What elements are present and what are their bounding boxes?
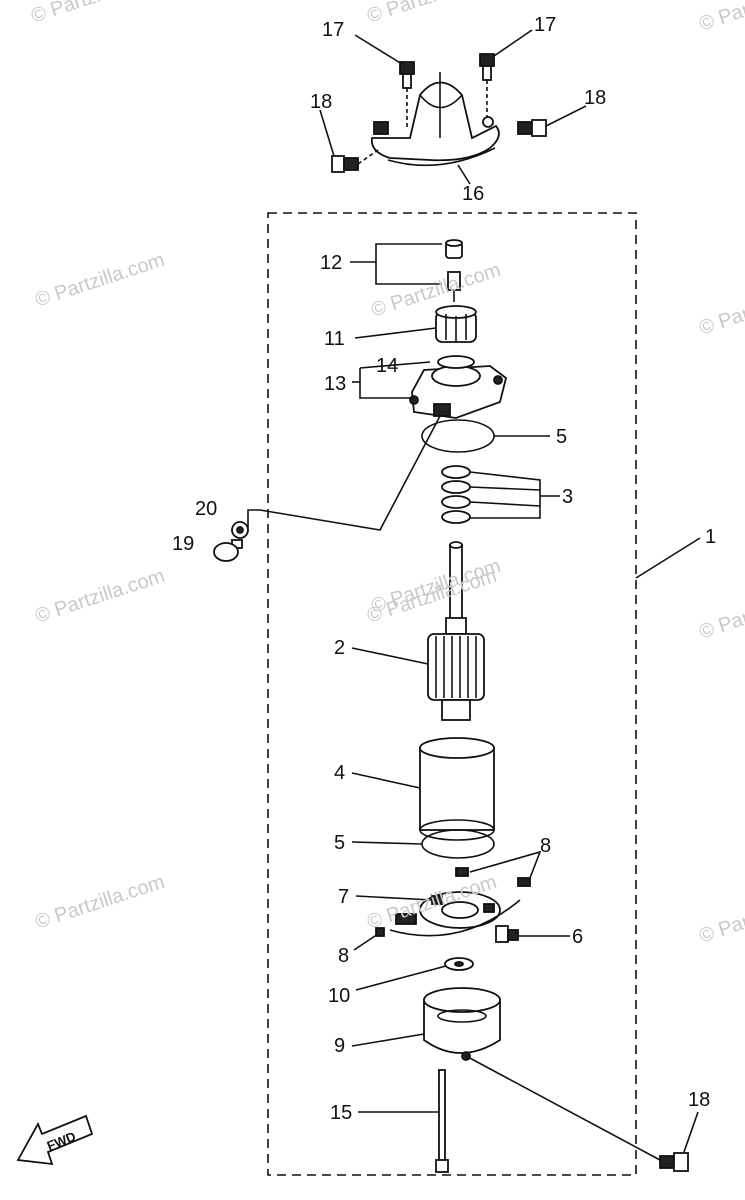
part-14-oil-seal[interactable]: [437, 355, 475, 369]
callout-14: 14: [376, 355, 398, 377]
callout-1: 1: [705, 526, 716, 548]
part-18-bolt-bottom[interactable]: [659, 1152, 689, 1172]
callout-11: 11: [324, 328, 345, 350]
part-5-o-ring-lower[interactable]: [421, 829, 495, 859]
callout-13: 13: [324, 373, 346, 395]
part-17-bolt-right[interactable]: [479, 53, 495, 118]
callout-2: 2: [334, 637, 345, 659]
part-18-bolt-left[interactable]: [331, 149, 379, 173]
part-15-through-bolt[interactable]: [435, 1069, 449, 1173]
part-18-bolt-right-top[interactable]: [517, 119, 547, 137]
callout-8-lower: 8: [338, 945, 349, 967]
assembly-boundary: [267, 212, 637, 1176]
part-8-brush-a[interactable]: [455, 867, 469, 877]
callout-5-upper: 5: [556, 426, 567, 448]
part-19-plug[interactable]: [213, 539, 243, 562]
leader-lines: [319, 29, 701, 1153]
part-12-cap-and-pin[interactable]: [445, 239, 463, 302]
callout-10: 10: [328, 985, 350, 1007]
callout-12: 12: [320, 252, 342, 274]
part-7-brush-holder[interactable]: [389, 891, 521, 937]
part-20-washer[interactable]: [231, 521, 249, 539]
part-5-o-ring-upper[interactable]: [421, 419, 495, 453]
callout-9: 9: [334, 1035, 345, 1057]
callout-6: 6: [572, 926, 583, 948]
callout-16: 16: [462, 183, 484, 205]
part-9-end-cover[interactable]: [423, 987, 501, 1061]
callout-3: 3: [562, 486, 573, 508]
callout-17-left: 17: [322, 19, 344, 41]
part-8-brush-c[interactable]: [375, 927, 385, 937]
callout-7: 7: [338, 886, 349, 908]
callout-20: 20: [195, 498, 217, 520]
callout-8-upper: 8: [540, 835, 551, 857]
part-17-bolt-left[interactable]: [399, 61, 415, 130]
part-13-bracket[interactable]: [409, 365, 508, 419]
part-16-cover[interactable]: [370, 72, 500, 167]
leader-20-to-bracket: [247, 415, 441, 531]
part-4-yoke[interactable]: [419, 737, 495, 841]
callout-17-right: 17: [534, 14, 556, 36]
part-8-brush-b[interactable]: [517, 877, 531, 887]
callout-15: 15: [330, 1102, 352, 1124]
callout-18-bottom: 18: [688, 1089, 710, 1111]
callout-18-left: 18: [310, 91, 332, 113]
leader-9-to-bolt-18: [465, 1055, 661, 1161]
callout-4: 4: [334, 762, 345, 784]
callout-5-lower: 5: [334, 832, 345, 854]
part-3-washers[interactable]: [441, 465, 471, 524]
part-11-pinion-gear[interactable]: [435, 305, 477, 343]
callout-18-right: 18: [584, 87, 606, 109]
callout-labels: 17 17 18 18 16 12 11 14 13 5 3 20 19 1 2…: [172, 14, 716, 1124]
part-10-washer[interactable]: [444, 957, 474, 971]
part-2-armature[interactable]: [427, 541, 485, 721]
callout-19: 19: [172, 533, 194, 555]
fwd-arrow-icon: FWD: [16, 1114, 94, 1166]
part-6-terminal[interactable]: [495, 925, 519, 943]
